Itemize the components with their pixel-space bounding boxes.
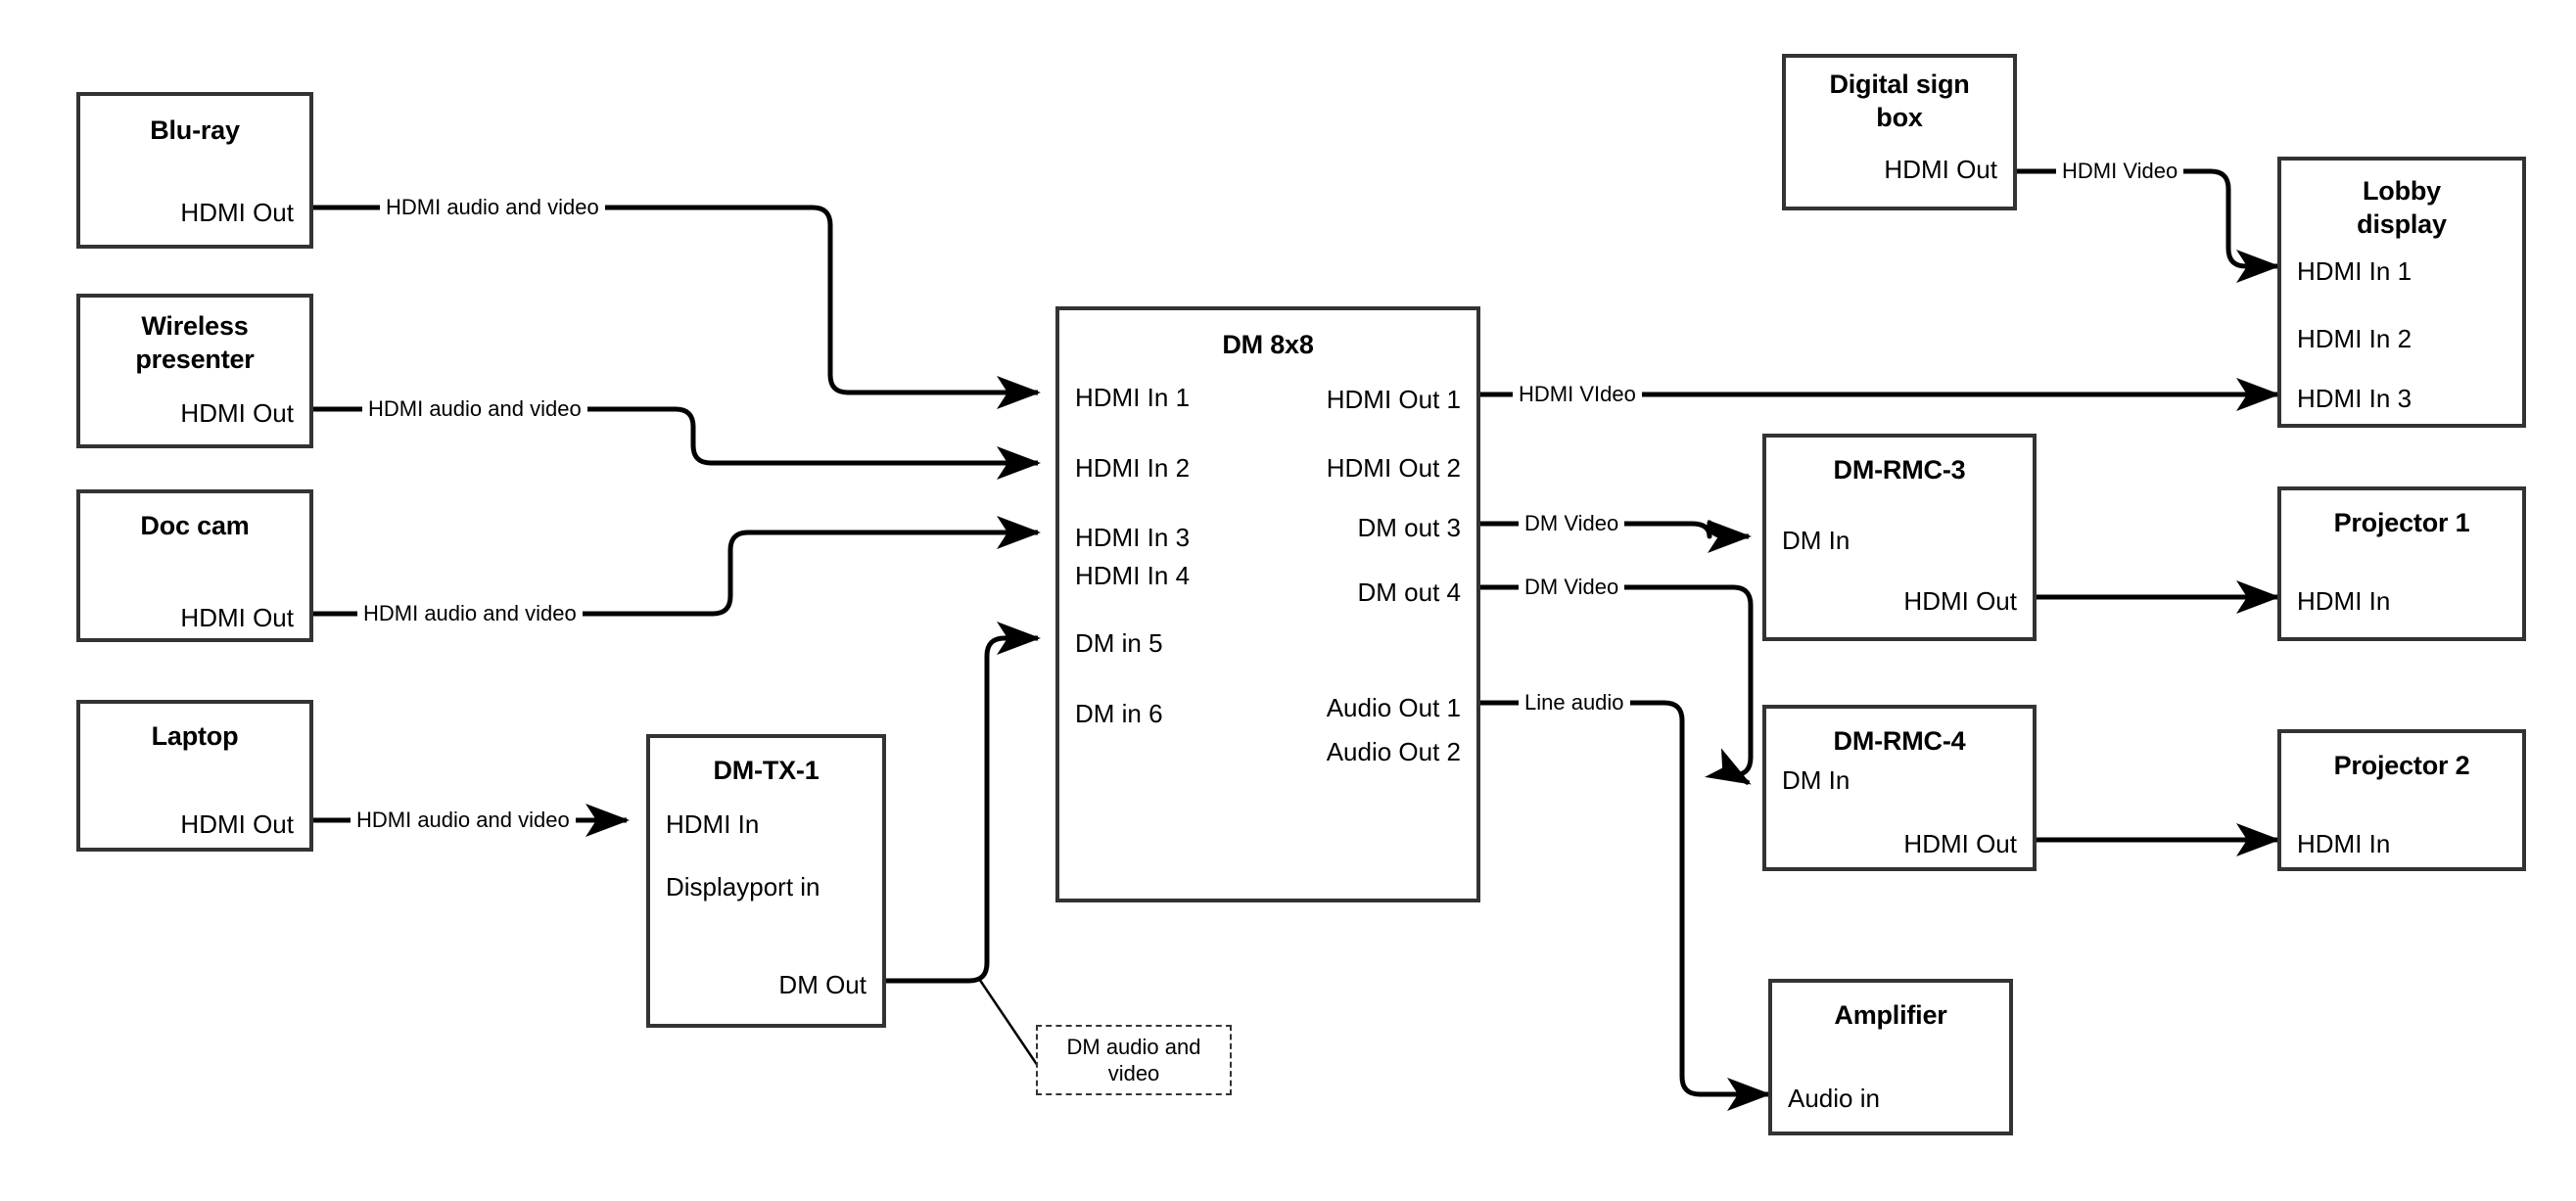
node-projector-2[interactable]: Projector 2 HDMI In: [2277, 729, 2526, 871]
node-digital-sign-box[interactable]: Digital sign box HDMI Out: [1782, 54, 2017, 210]
port-dm-8x8-dm-in-5[interactable]: DM in 5: [1075, 628, 1163, 658]
node-dm-rmc-3-title: DM-RMC-3: [1833, 455, 1966, 485]
port-digital-sign-box-hdmi-out[interactable]: HDMI Out: [1884, 155, 1997, 184]
node-laptop[interactable]: Laptop HDMI Out: [76, 700, 313, 852]
node-doc-cam-title: Doc cam: [140, 511, 250, 540]
edge-label-dm8x8-audio-to-amplifier: Line audio: [1519, 690, 1630, 716]
node-lobby-display[interactable]: Lobby display HDMI In 1 HDMI In 2 HDMI I…: [2277, 157, 2526, 428]
edge-label-dm8x8-out3-to-dmrmc3: DM Video: [1519, 511, 1625, 536]
node-wireless-presenter-title-line2: presenter: [135, 345, 255, 374]
node-wireless-presenter-title-line1: Wireless: [141, 311, 249, 341]
port-bluray-hdmi-out[interactable]: HDMI Out: [180, 198, 294, 227]
port-lobby-display-hdmi-in-2[interactable]: HDMI In 2: [2297, 324, 2412, 353]
port-dm-rmc-4-dm-in[interactable]: DM In: [1782, 765, 1850, 795]
node-doc-cam[interactable]: Doc cam HDMI Out: [76, 489, 313, 642]
node-lobby-display-title-line1: Lobby: [2363, 176, 2441, 206]
port-projector-1-hdmi-in[interactable]: HDMI In: [2297, 586, 2391, 616]
wire-dmtx1-to-dm8x8: [886, 622, 1042, 984]
wire-bluray-to-dm8x8: [313, 205, 1042, 410]
node-bluray-title: Blu-ray: [150, 115, 240, 145]
edge-label-dm8x8-out1-to-lobby: HDMI VIdeo: [1513, 382, 1642, 407]
edge-label-dm8x8-out4-to-dmrmc4: DM Video: [1519, 575, 1625, 600]
port-dm-8x8-audio-out-2[interactable]: Audio Out 2: [1326, 737, 1461, 766]
port-dm-8x8-hdmi-in-2[interactable]: HDMI In 2: [1075, 453, 1191, 483]
callout-dm-audio-and-video: DM audio and video: [1036, 1025, 1232, 1095]
port-dm-8x8-hdmi-in-3[interactable]: HDMI In 3: [1075, 523, 1191, 552]
port-dm-rmc-3-dm-in[interactable]: DM In: [1782, 526, 1850, 555]
node-dm-tx-1[interactable]: DM-TX-1 HDMI In Displayport in DM Out: [646, 734, 886, 1028]
port-dm-8x8-hdmi-out-2[interactable]: HDMI Out 2: [1326, 453, 1461, 483]
port-dm-8x8-hdmi-out-1[interactable]: HDMI Out 1: [1326, 385, 1461, 414]
node-dm-tx-1-title: DM-TX-1: [713, 756, 820, 785]
port-dm-8x8-audio-out-1[interactable]: Audio Out 1: [1326, 693, 1461, 722]
port-dm-tx-1-hdmi-in[interactable]: HDMI In: [666, 809, 760, 839]
edge-label-bluray-to-dm8x8: HDMI audio and video: [380, 195, 605, 220]
edge-label-wireless-to-dm8x8: HDMI audio and video: [362, 396, 587, 422]
port-dm-rmc-4-hdmi-out[interactable]: HDMI Out: [1903, 829, 2017, 858]
port-dm-8x8-hdmi-in-4[interactable]: HDMI In 4: [1075, 561, 1191, 590]
port-dm-tx-1-displayport-in[interactable]: Displayport in: [666, 872, 820, 901]
node-projector-1-title: Projector 1: [2333, 508, 2470, 537]
port-projector-2-hdmi-in[interactable]: HDMI In: [2297, 829, 2391, 858]
node-dm-rmc-4[interactable]: DM-RMC-4 DM In HDMI Out: [1762, 705, 2037, 871]
node-dm-rmc-3[interactable]: DM-RMC-3 DM In HDMI Out: [1762, 434, 2037, 641]
callout-leader-line: [977, 978, 1042, 1070]
port-wireless-presenter-hdmi-out[interactable]: HDMI Out: [180, 398, 294, 428]
node-dm-8x8[interactable]: DM 8x8 HDMI In 1 HDMI In 2 HDMI In 3 HDM…: [1055, 306, 1480, 902]
node-projector-2-title: Projector 2: [2333, 751, 2470, 780]
port-dm-tx-1-dm-out[interactable]: DM Out: [778, 970, 866, 999]
wire-sign-to-lobby: [2017, 168, 2281, 284]
port-dm-8x8-dm-out-3[interactable]: DM out 3: [1357, 513, 1462, 542]
port-dm-8x8-dm-in-6[interactable]: DM in 6: [1075, 699, 1163, 728]
wire-dm8x8-audio-to-amplifier: [1480, 700, 1772, 1112]
port-lobby-display-hdmi-in-3[interactable]: HDMI In 3: [2297, 384, 2412, 413]
node-laptop-title: Laptop: [151, 721, 239, 751]
node-lobby-display-title-line2: display: [2357, 209, 2447, 239]
port-doc-cam-hdmi-out[interactable]: HDMI Out: [180, 603, 294, 632]
port-laptop-hdmi-out[interactable]: HDMI Out: [180, 809, 294, 839]
node-digital-sign-box-title-line2: box: [1876, 103, 1923, 132]
port-lobby-display-hdmi-in-1[interactable]: HDMI In 1: [2297, 256, 2412, 286]
node-projector-1[interactable]: Projector 1 HDMI In: [2277, 486, 2526, 641]
node-amplifier[interactable]: Amplifier Audio in: [1768, 979, 2013, 1135]
port-dm-rmc-3-hdmi-out[interactable]: HDMI Out: [1903, 586, 2017, 616]
node-dm-rmc-4-title: DM-RMC-4: [1833, 726, 1966, 756]
port-dm-8x8-hdmi-in-1[interactable]: HDMI In 1: [1075, 383, 1191, 412]
port-amplifier-audio-in[interactable]: Audio in: [1788, 1084, 1880, 1113]
wire-dm8x8-out4-to-dmrmc4: [1480, 584, 1754, 786]
node-bluray[interactable]: Blu-ray HDMI Out: [76, 92, 313, 249]
port-dm-8x8-dm-out-4[interactable]: DM out 4: [1357, 577, 1462, 607]
node-wireless-presenter[interactable]: Wireless presenter HDMI Out: [76, 294, 313, 448]
edge-label-laptop-to-dmtx1: HDMI audio and video: [351, 808, 576, 833]
edge-label-doccam-to-dm8x8: HDMI audio and video: [357, 601, 583, 626]
node-dm-8x8-title: DM 8x8: [1222, 330, 1314, 359]
node-amplifier-title: Amplifier: [1834, 1000, 1947, 1030]
edge-label-sign-to-lobby: HDMI Video: [2056, 159, 2184, 184]
node-digital-sign-box-title-line1: Digital sign: [1829, 69, 1970, 99]
